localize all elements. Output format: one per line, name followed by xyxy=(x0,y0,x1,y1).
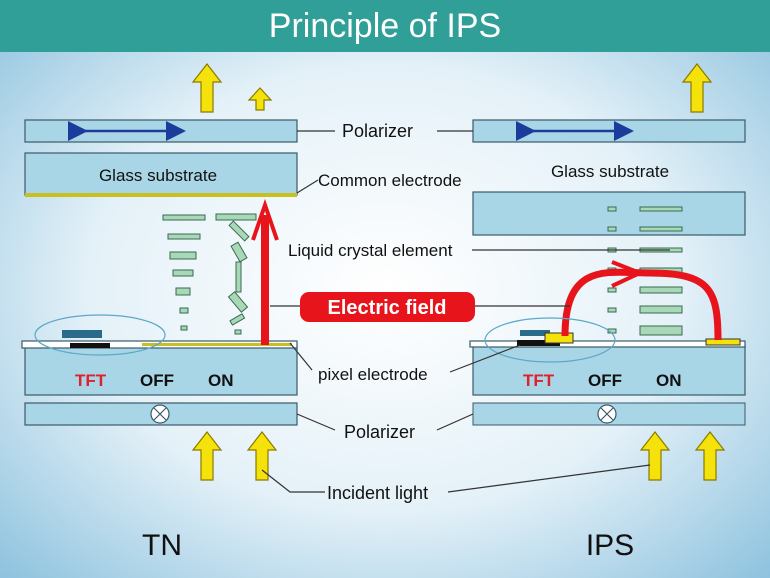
ips-panel xyxy=(469,119,746,396)
pixel-electrode-label: pixel electrode xyxy=(318,365,428,384)
liquid-crystal-label: Liquid crystal element xyxy=(288,241,453,260)
tn-tft-circle xyxy=(34,314,166,356)
tn-panel xyxy=(21,119,298,426)
common-electrode-label: Common electrode xyxy=(318,171,462,190)
tn-liquid-crystals xyxy=(162,213,257,335)
page-title: Principle of IPS xyxy=(269,7,501,45)
crossed-polarizer-icon xyxy=(150,404,170,424)
incident-light-label: Incident light xyxy=(327,483,428,503)
tn-off-label: OFF xyxy=(140,371,174,390)
crossed-polarizer-icon xyxy=(597,404,617,424)
ips-off-label: OFF xyxy=(588,371,622,390)
light-arrow-up-icon xyxy=(247,87,273,111)
polarizer-bottom-label: Polarizer xyxy=(344,422,415,442)
tn-glass-substrate xyxy=(24,152,298,196)
tn-electric-field-arrow xyxy=(251,198,279,345)
tn-on-label: ON xyxy=(208,371,234,390)
light-arrow-up-icon xyxy=(681,63,713,113)
light-arrow-up-icon xyxy=(694,431,726,481)
light-arrow-up-icon xyxy=(191,63,223,113)
tn-title: TN xyxy=(142,529,182,562)
ips-electrodes xyxy=(544,332,741,346)
ips-bottom-substrate xyxy=(472,344,746,396)
title-bar xyxy=(0,0,770,52)
ips-title: IPS xyxy=(586,529,634,562)
ips-tft-label: TFT xyxy=(523,371,555,390)
light-arrow-up-icon xyxy=(191,431,223,481)
tn-tft-label: TFT xyxy=(75,371,107,390)
tn-common-electrode xyxy=(25,193,297,197)
polarizer-top-label: Polarizer xyxy=(342,121,413,141)
ips-electric-field-arrow xyxy=(561,260,722,341)
light-arrows xyxy=(191,63,726,481)
ips-tft-circle xyxy=(484,317,616,363)
tn-pixel-electrode xyxy=(142,343,292,346)
ips-on-label: ON xyxy=(656,371,682,390)
tn-glass-label: Glass substrate xyxy=(99,166,217,185)
electric-field-label: Electric field xyxy=(328,297,447,319)
ips-glass-label: Glass substrate xyxy=(551,162,669,181)
electric-field-badge xyxy=(300,292,475,322)
light-arrow-up-icon xyxy=(639,431,671,481)
ips-tft-layer xyxy=(469,340,746,348)
leader-lines xyxy=(261,130,670,493)
